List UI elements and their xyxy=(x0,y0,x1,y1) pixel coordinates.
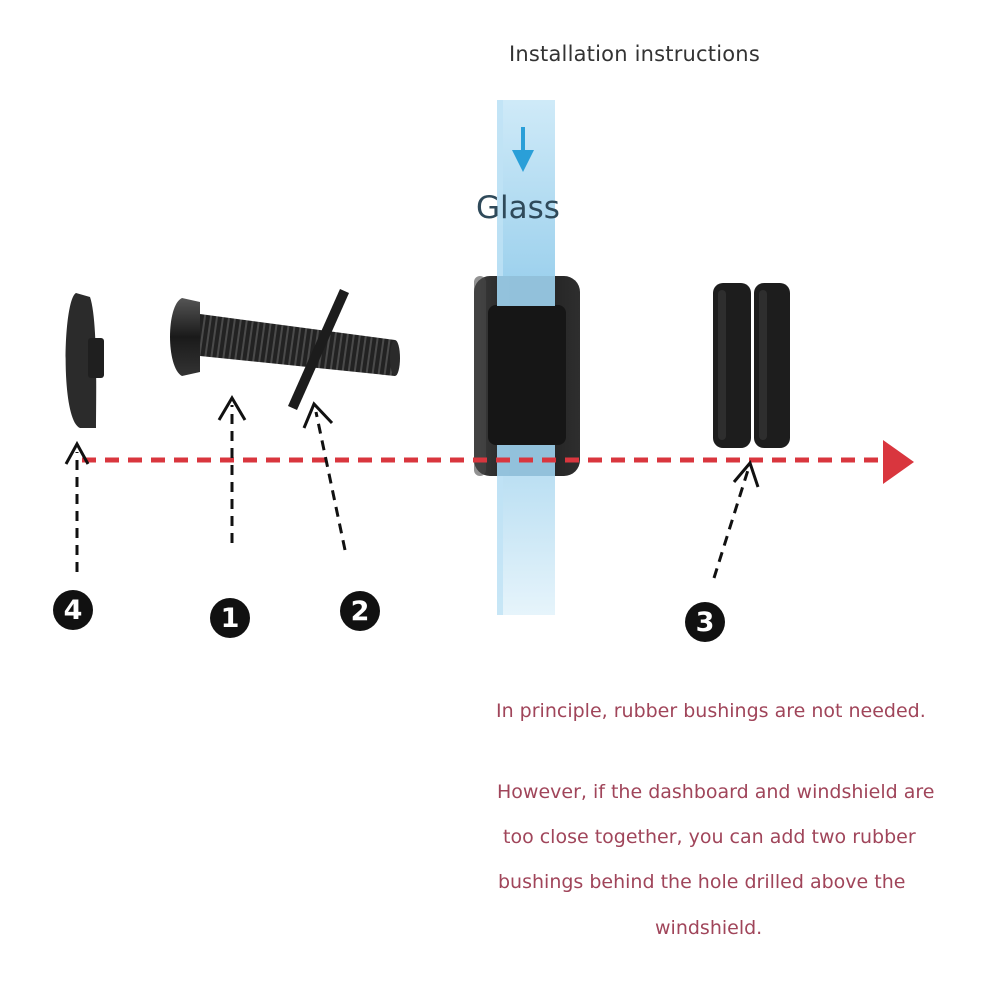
pointer-arrow-1 xyxy=(217,395,247,543)
pointer-arrow-4 xyxy=(64,440,90,572)
step-badge-4: 4 xyxy=(53,590,93,630)
down-arrow-icon xyxy=(512,127,534,172)
note-however-line-2: too close together, you can add two rubb… xyxy=(503,826,916,848)
glass-clamp xyxy=(474,276,580,476)
note-however-line-4: windshield. xyxy=(655,917,763,939)
page-title: Installation instructions xyxy=(509,42,760,66)
note-principle: In principle, rubber bushings are not ne… xyxy=(496,700,926,722)
washer-part xyxy=(288,289,349,410)
end-cap-part xyxy=(65,293,104,428)
pointer-arrow-3 xyxy=(712,459,760,579)
note-however-line-1: However, if the dashboard and windshield… xyxy=(497,781,935,803)
glass-label: Glass xyxy=(476,190,560,226)
step-badge-3: 3 xyxy=(685,602,725,642)
rubber-bushings-part xyxy=(713,283,790,448)
note-however-line-3: bushings behind the hole drilled above t… xyxy=(498,871,906,893)
step-badge-2: 2 xyxy=(340,591,380,631)
pointer-arrow-2 xyxy=(302,401,347,551)
installation-axis-arrow xyxy=(82,440,914,484)
step-badge-1: 1 xyxy=(210,598,250,638)
bolt-part xyxy=(170,298,400,376)
